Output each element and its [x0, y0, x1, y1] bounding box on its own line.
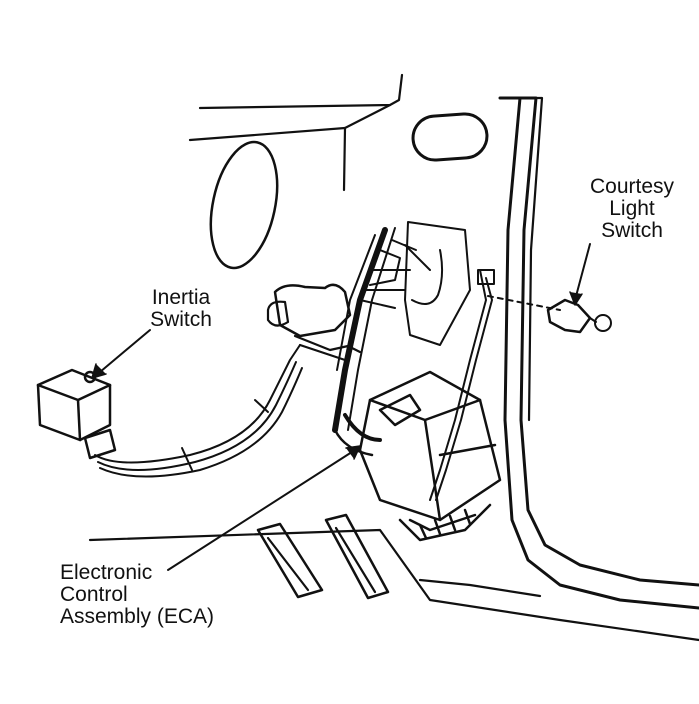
eca-leader [167, 449, 356, 571]
label-courtesy-line-1: Courtesy [589, 175, 675, 198]
label-courtesy-line-2: Light [609, 197, 655, 220]
label-courtesy-light-switch: Courtesy Light Switch [572, 176, 692, 242]
label-inertia-line-1: Inertia [151, 286, 211, 309]
leader-lines [91, 243, 591, 571]
label-inertia-line-2: Switch [150, 308, 212, 331]
label-eca-line-3: Assembly (ECA) [60, 605, 215, 628]
floor-slots [256, 513, 390, 600]
label-eca-line-1: Electronic [60, 561, 153, 584]
courtesy-leader [574, 243, 591, 301]
dome-light-opening [411, 112, 489, 162]
label-courtesy-line-3: Switch [601, 219, 663, 242]
speaker-opening [209, 140, 279, 270]
wiring-harness [332, 227, 431, 433]
inertia-leader [99, 329, 151, 373]
label-eca-line-2: Control [60, 583, 128, 606]
inertia-arrowhead [91, 363, 107, 379]
mounting-bracket [404, 221, 471, 346]
inertia-switch-box [36, 368, 117, 460]
label-electronic-control-assembly: Electronic Control Assembly (ECA) [60, 562, 250, 628]
eca-arrowhead [345, 445, 361, 460]
courtesy-switch-assembly [429, 269, 612, 501]
eca-box [333, 370, 502, 542]
inertia-cable [94, 344, 303, 478]
inertia-connector [266, 283, 362, 362]
label-inertia-switch: Inertia Switch [146, 287, 216, 331]
door-panel [88, 73, 699, 642]
courtesy-arrowhead [569, 291, 583, 306]
